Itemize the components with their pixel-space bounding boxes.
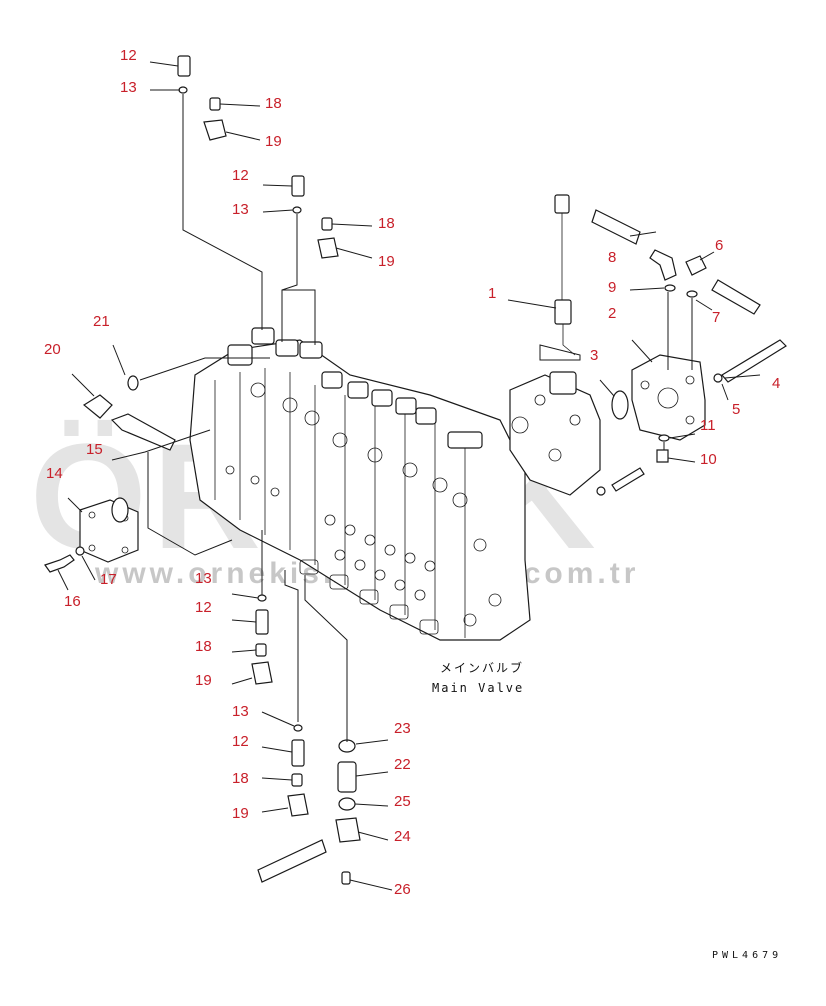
fitting-6	[685, 255, 707, 276]
callout-13: 13	[120, 79, 137, 96]
callout-26: 26	[394, 881, 411, 898]
callout-3: 3	[590, 347, 598, 364]
block-2	[631, 354, 706, 441]
callout-4: 4	[772, 375, 780, 392]
callout-19: 19	[195, 672, 212, 689]
callout-17: 17	[100, 571, 117, 588]
fitting-stack-bottom-a	[251, 594, 273, 685]
callout-8: 8	[608, 249, 616, 266]
hose-top	[591, 209, 641, 245]
callout-18: 18	[195, 638, 212, 655]
callout-5: 5	[732, 401, 740, 418]
callout-13: 13	[195, 570, 212, 587]
washer-17	[75, 546, 85, 556]
plug-10	[656, 449, 669, 463]
callout-19: 19	[378, 253, 395, 270]
callout-9: 9	[608, 279, 616, 296]
caption-japanese: メインバルブ	[440, 660, 524, 675]
sensor-1	[554, 299, 572, 325]
callout-23: 23	[394, 720, 411, 737]
callout-12: 12	[195, 599, 212, 616]
callout-19: 19	[232, 805, 249, 822]
callout-6: 6	[715, 237, 723, 254]
callout-11: 11	[700, 417, 716, 434]
callout-7: 7	[712, 309, 720, 326]
callout-13: 13	[232, 703, 249, 720]
callout-12: 12	[232, 733, 249, 750]
o-ring-7	[686, 290, 698, 298]
callout-24: 24	[394, 828, 411, 845]
hose-right	[711, 279, 761, 315]
washer-5	[713, 373, 723, 383]
leader-lines	[57, 61, 761, 891]
callout-labels: 12 13 18 19 12 13 18 19 1 8 6 9 2 7 3 4 …	[44, 47, 780, 898]
o-ring-9	[664, 284, 676, 292]
o-ring-3	[611, 390, 629, 420]
callout-12: 12	[232, 167, 249, 184]
connector-top	[554, 194, 570, 214]
o-ring-11	[658, 434, 670, 442]
fitting-stack-bottom-b	[287, 724, 309, 817]
o-ring-21	[127, 375, 139, 391]
callout-1: 1	[488, 285, 496, 302]
main-valve-body	[189, 327, 531, 641]
o-ring-15	[111, 497, 129, 523]
callout-13: 13	[232, 201, 249, 218]
bolt-16	[44, 554, 75, 573]
callout-10: 10	[700, 451, 717, 468]
callout-19: 19	[265, 133, 282, 150]
elbow-8	[649, 249, 677, 281]
callout-18: 18	[232, 770, 249, 787]
callout-16: 16	[64, 593, 81, 610]
callout-21: 21	[93, 313, 110, 330]
drawing-code: PWL4679	[712, 950, 782, 961]
callout-18: 18	[378, 215, 395, 232]
fitting-stack-bottom-c	[257, 739, 361, 885]
callout-20: 20	[44, 341, 61, 358]
fitting-stack-top-b	[291, 175, 339, 259]
callout-18: 18	[265, 95, 282, 112]
callout-14: 14	[46, 465, 63, 482]
callout-22: 22	[394, 756, 411, 773]
callout-12: 12	[120, 47, 137, 64]
fitting-stack-top-a	[177, 55, 227, 141]
callout-15: 15	[86, 441, 103, 458]
fitting-20	[82, 394, 113, 419]
cover-plate	[79, 499, 139, 563]
bolt-right	[611, 467, 645, 492]
relief-valve-section	[509, 194, 787, 496]
end-cover-assembly	[44, 375, 176, 573]
bolt-4	[721, 339, 787, 383]
caption-english: Main Valve	[432, 681, 524, 695]
long-bolt	[110, 413, 176, 451]
callout-25: 25	[394, 793, 411, 810]
callout-2: 2	[608, 305, 616, 322]
